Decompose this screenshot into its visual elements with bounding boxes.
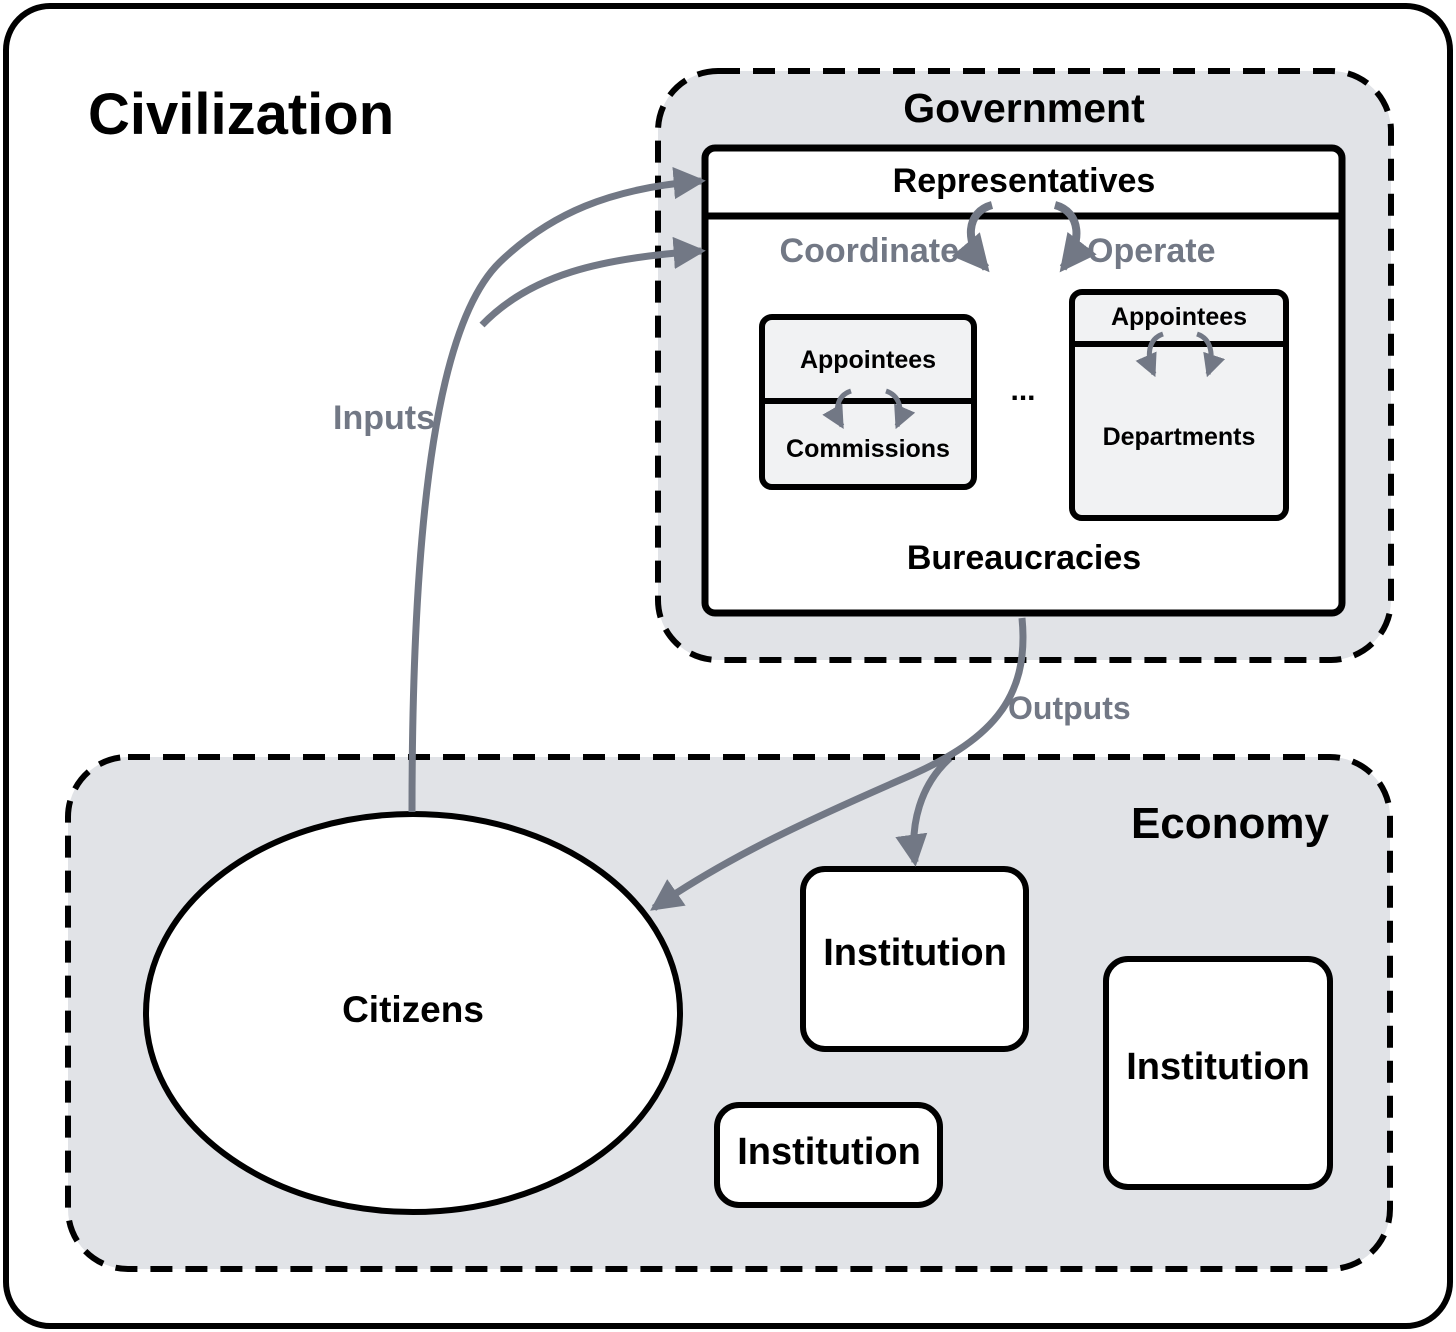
outputs-arrow-citizens: [650, 617, 1027, 911]
institution-label-right: Institution: [1126, 1046, 1310, 1088]
operate-label: Operate: [1087, 232, 1216, 270]
commissions-appointees-label: Appointees: [800, 346, 936, 374]
institution-box-right: [1103, 956, 1333, 1190]
coordinate-label: Coordinate: [780, 232, 959, 270]
inputs-label: Inputs: [333, 399, 435, 437]
inputs-arrow-upper: [408, 167, 706, 813]
operate-arrow: [1053, 201, 1097, 273]
institution-box-top: [800, 866, 1029, 1052]
inputs-arrow-lower: [479, 236, 706, 328]
institution-label-bottom: Institution: [737, 1131, 921, 1173]
institution-label-top: Institution: [823, 932, 1007, 974]
departments-left-arrow: [1135, 331, 1165, 378]
coordinate-arrow: [951, 201, 994, 273]
citizens-label: Citizens: [342, 989, 484, 1030]
departments-box: [1069, 289, 1289, 521]
institution-box-bottom: [714, 1102, 943, 1208]
departments-appointees-label: Appointees: [1111, 303, 1247, 331]
bureaucracies-label: Bureaucracies: [907, 539, 1141, 577]
civilization-title: Civilization: [88, 82, 394, 147]
ellipsis: ...: [1010, 374, 1035, 407]
commissions-right-arrow: [884, 388, 916, 430]
departments-right-arrow: [1195, 331, 1226, 378]
commissions-left-arrow: [822, 388, 853, 429]
representatives-label: Representatives: [893, 162, 1156, 200]
citizens-ellipse: [143, 811, 683, 1215]
outputs-arrow-institution: [895, 755, 953, 867]
departments-label: Departments: [1103, 423, 1256, 451]
government-title: Government: [903, 85, 1145, 131]
economy-title: Economy: [1131, 799, 1330, 848]
outputs-label: Outputs: [1008, 690, 1131, 726]
commissions-label: Commissions: [786, 435, 950, 463]
